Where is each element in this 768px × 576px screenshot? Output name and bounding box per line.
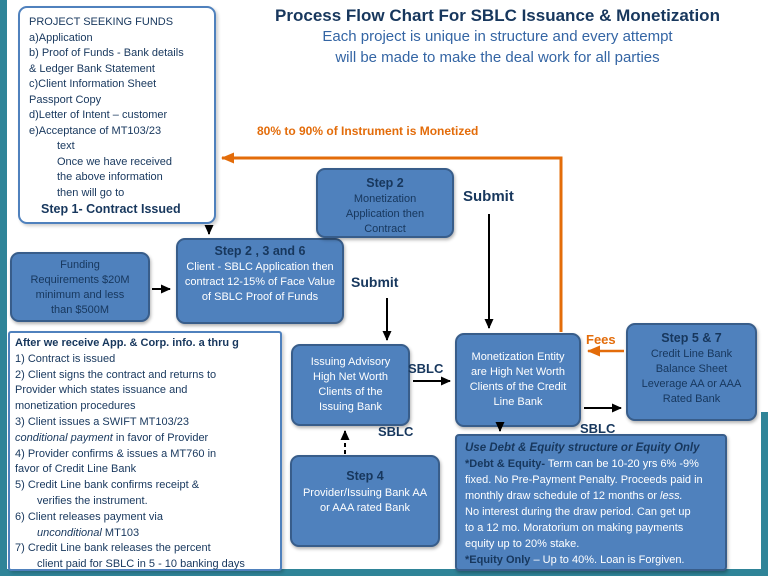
less-italic: less. <box>660 490 683 502</box>
slide-border-bottom <box>0 569 768 576</box>
after-receive-item: favor of Credit Line Bank <box>15 463 137 476</box>
step-5-7-body: Credit Line Bank Balance Sheet Leverage … <box>641 348 742 405</box>
after-receive-item: Provider which states issuance and <box>15 384 188 397</box>
after-receive-item: 1) Contract is issued <box>15 352 116 365</box>
project-seeking-funds-box: PROJECT SEEKING FUNDS a)Application b) P… <box>18 6 216 224</box>
issuing-advisory-body: Issuing Advisory High Net Worth Clients … <box>310 356 391 413</box>
after-receive-info-box: After we receive App. & Corp. info. a th… <box>8 331 282 571</box>
debt-equity-line: *Debt & Equity- Term can be 10-20 yrs 6%… <box>465 456 717 472</box>
submit-label-mid: Submit <box>351 274 399 290</box>
step-2-box: Step 2 Monetization Application then Con… <box>316 168 454 238</box>
debt-equity-line: fixed. No Pre-Payment Penalty. Proceeds … <box>465 474 703 486</box>
project-line: d)Letter of Intent – customer <box>29 109 168 121</box>
sblc-label-credit-line: SBLC <box>580 421 616 436</box>
sblc-label-issuing-to-entity: SBLC <box>408 361 444 376</box>
debt-equity-bold: *Debt & Equity- <box>465 458 546 470</box>
after-receive-item: conditional payment in favor of Provider <box>15 431 275 447</box>
after-receive-item: verifies the instrument. <box>37 494 148 507</box>
step-4-box: Step 4 Provider/Issuing Bank AA or AAA r… <box>290 455 440 547</box>
after-receive-item: 5) Credit Line bank confirms receipt & <box>15 479 200 492</box>
step-2-3-6-box: Step 2 , 3 and 6 Client - SBLC Applicati… <box>176 238 344 324</box>
page-subtitle-line1: Each project is unique in structure and … <box>322 28 673 45</box>
after-receive-item: 4) Provider confirms & issues a MT760 in <box>15 447 217 460</box>
project-line: b) Proof of Funds - Bank details <box>29 47 184 59</box>
step-5-7-heading: Step 5 & 7 <box>661 331 722 345</box>
monetization-entity-box: Monetization Entity are High Net Worth C… <box>455 333 581 427</box>
step1-contract-issued-label: Step 1- Contract Issued <box>41 202 181 216</box>
monetized-percentage-note: 80% to 90% of Instrument is Monetized <box>257 124 479 138</box>
sblc-label-step4: SBLC <box>378 424 414 439</box>
debt-equity-structure-box: Use Debt & Equity structure or Equity On… <box>455 434 727 571</box>
submit-label-top: Submit <box>463 188 514 205</box>
after-receive-item: 3) Client issues a SWIFT MT103/23 <box>15 415 190 428</box>
step-4-heading: Step 4 <box>346 469 384 483</box>
debt-equity-line: *Equity Only – Up to 40%. Loan is Forgiv… <box>465 552 717 568</box>
funding-line: minimum and less <box>35 289 125 301</box>
equity-only-bold: *Equity Only <box>465 554 531 566</box>
unconditional-italic: unconditional <box>37 526 102 539</box>
funding-line: Requirements $20M <box>30 274 130 286</box>
page-title: Process Flow Chart For SBLC Issuance & M… <box>275 6 720 25</box>
project-line-indented: then will go to <box>57 186 125 199</box>
step-2-heading: Step 2 <box>366 176 404 190</box>
conditional-payment-italic: conditional payment <box>15 431 113 444</box>
after-receive-item: 6) Client releases payment via <box>15 510 163 523</box>
debt-equity-line: No interest during the draw period. Can … <box>465 506 691 518</box>
project-line-indented: Once we have received <box>57 155 172 168</box>
monetization-entity-body: Monetization Entity are High Net Worth C… <box>469 351 567 408</box>
project-line: e)Acceptance of MT103/23 <box>29 124 162 137</box>
funding-line: Funding <box>60 259 100 271</box>
debt-equity-text: monthly draw schedule of 12 months or <box>465 490 661 502</box>
debt-equity-line: monthly draw schedule of 12 months or le… <box>465 488 717 504</box>
step-2-3-6-heading: Step 2 , 3 and 6 <box>214 244 306 258</box>
funding-requirements-box: Funding Requirements $20M minimum and le… <box>10 252 150 322</box>
slide-border-left <box>0 0 7 576</box>
after-receive-item: unconditional MT103 <box>15 526 275 542</box>
fees-label: Fees <box>586 332 616 347</box>
after-receive-item: 2) Client signs the contract and returns… <box>15 368 217 381</box>
step-4-body: Provider/Issuing Bank AA or AAA rated Ba… <box>302 487 428 514</box>
project-line: Passport Copy <box>29 93 102 106</box>
debt-equity-heading: Use Debt & Equity structure or Equity On… <box>465 442 700 454</box>
after-receive-heading: After we receive App. & Corp. info. a th… <box>15 337 239 349</box>
after-receive-item-rest: in favor of Provider <box>112 431 209 444</box>
after-receive-item: 7) Credit Line bank releases the percent <box>15 542 211 555</box>
page-subtitle-line2: will be made to make the deal work for a… <box>335 49 660 66</box>
slide-border-right <box>761 412 768 576</box>
step-2-3-6-body: Client - SBLC Application then contract … <box>184 261 336 303</box>
debt-equity-text: Term can be 10-20 yrs 6% -9% <box>545 458 699 470</box>
after-receive-item: client paid for SBLC in 5 - 10 banking d… <box>37 558 245 571</box>
debt-equity-line: equity up to 20% stake. <box>465 538 580 550</box>
funding-line: than $500M <box>50 304 110 316</box>
step-2-body: Monetization Application then Contract <box>345 193 425 235</box>
project-line: a)Application <box>29 31 93 44</box>
project-line-indented: the above information <box>57 171 163 183</box>
project-line: PROJECT SEEKING FUNDS <box>29 16 174 28</box>
step-5-7-box: Step 5 & 7 Credit Line Bank Balance Shee… <box>626 323 757 421</box>
after-receive-item: monetization procedures <box>15 400 136 413</box>
debt-equity-text: – Up to 40%. Loan is Forgiven. <box>530 554 685 566</box>
project-line: & Ledger Bank Statement <box>29 62 155 75</box>
project-line-indented: text <box>57 140 75 152</box>
after-receive-item-rest: MT103 <box>101 526 140 539</box>
debt-equity-line: to a 12 mo. Moratorium on making payment… <box>465 522 684 534</box>
title-block: Process Flow Chart For SBLC Issuance & M… <box>235 6 760 68</box>
issuing-advisory-box: Issuing Advisory High Net Worth Clients … <box>291 344 410 426</box>
project-line: c)Client Information Sheet <box>29 78 157 90</box>
